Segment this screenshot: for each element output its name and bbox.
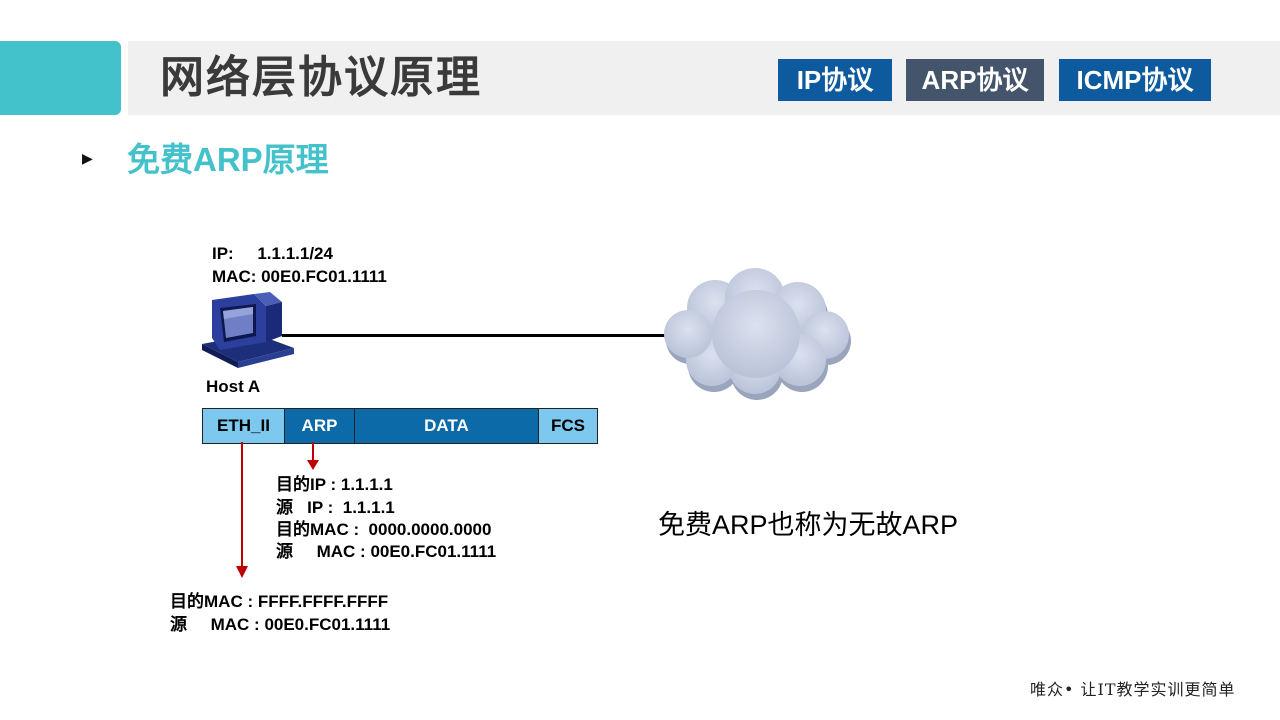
tab-icmp-protocol[interactable]: ICMP协议 (1059, 59, 1211, 101)
arrow-eth-details (236, 442, 248, 578)
footer-slogan: 唯众• 让IT教学实训更简单 (1030, 680, 1236, 699)
tab-ip-protocol[interactable]: IP协议 (778, 59, 892, 101)
section-heading: 免费ARP原理 (127, 141, 329, 178)
host-ip-label: IP: 1.1.1.1/24 (212, 244, 333, 263)
frame-field-data: DATA (355, 409, 539, 443)
tab-arp-protocol[interactable]: ARP协议 (906, 59, 1044, 101)
arp-src-ip: 源 IP : 1.1.1.1 (276, 498, 395, 517)
frame-field-eth: ETH_II (203, 409, 285, 443)
gratuitous-arp-note: 免费ARP也称为无故ARP (658, 510, 959, 540)
arp-src-mac: 源 MAC : 00E0.FC01.1111 (276, 542, 497, 561)
eth-src-mac: 源 MAC : 00E0.FC01.1111 (170, 615, 391, 634)
host-name-label: Host A (206, 377, 261, 396)
cloud-icon (664, 268, 851, 400)
computer-icon (202, 292, 294, 368)
packet-frame: ETH_II ARP DATA FCS (202, 408, 598, 444)
page-title: 网络层协议原理 (160, 53, 482, 102)
arp-dest-mac: 目的MAC : 0000.0000.0000 (276, 520, 492, 539)
bullet-triangle-icon: ▶ (82, 150, 93, 166)
host-mac-label: MAC: 00E0.FC01.1111 (212, 267, 387, 286)
arp-dest-ip: 目的IP : 1.1.1.1 (276, 475, 393, 494)
arrow-arp-details (307, 442, 319, 470)
frame-field-arp: ARP (285, 409, 355, 443)
header-accent-block (0, 41, 121, 115)
eth-dest-mac: 目的MAC : FFFF.FFFF.FFFF (170, 592, 389, 611)
frame-field-fcs: FCS (539, 409, 597, 443)
network-link-line (282, 334, 670, 337)
